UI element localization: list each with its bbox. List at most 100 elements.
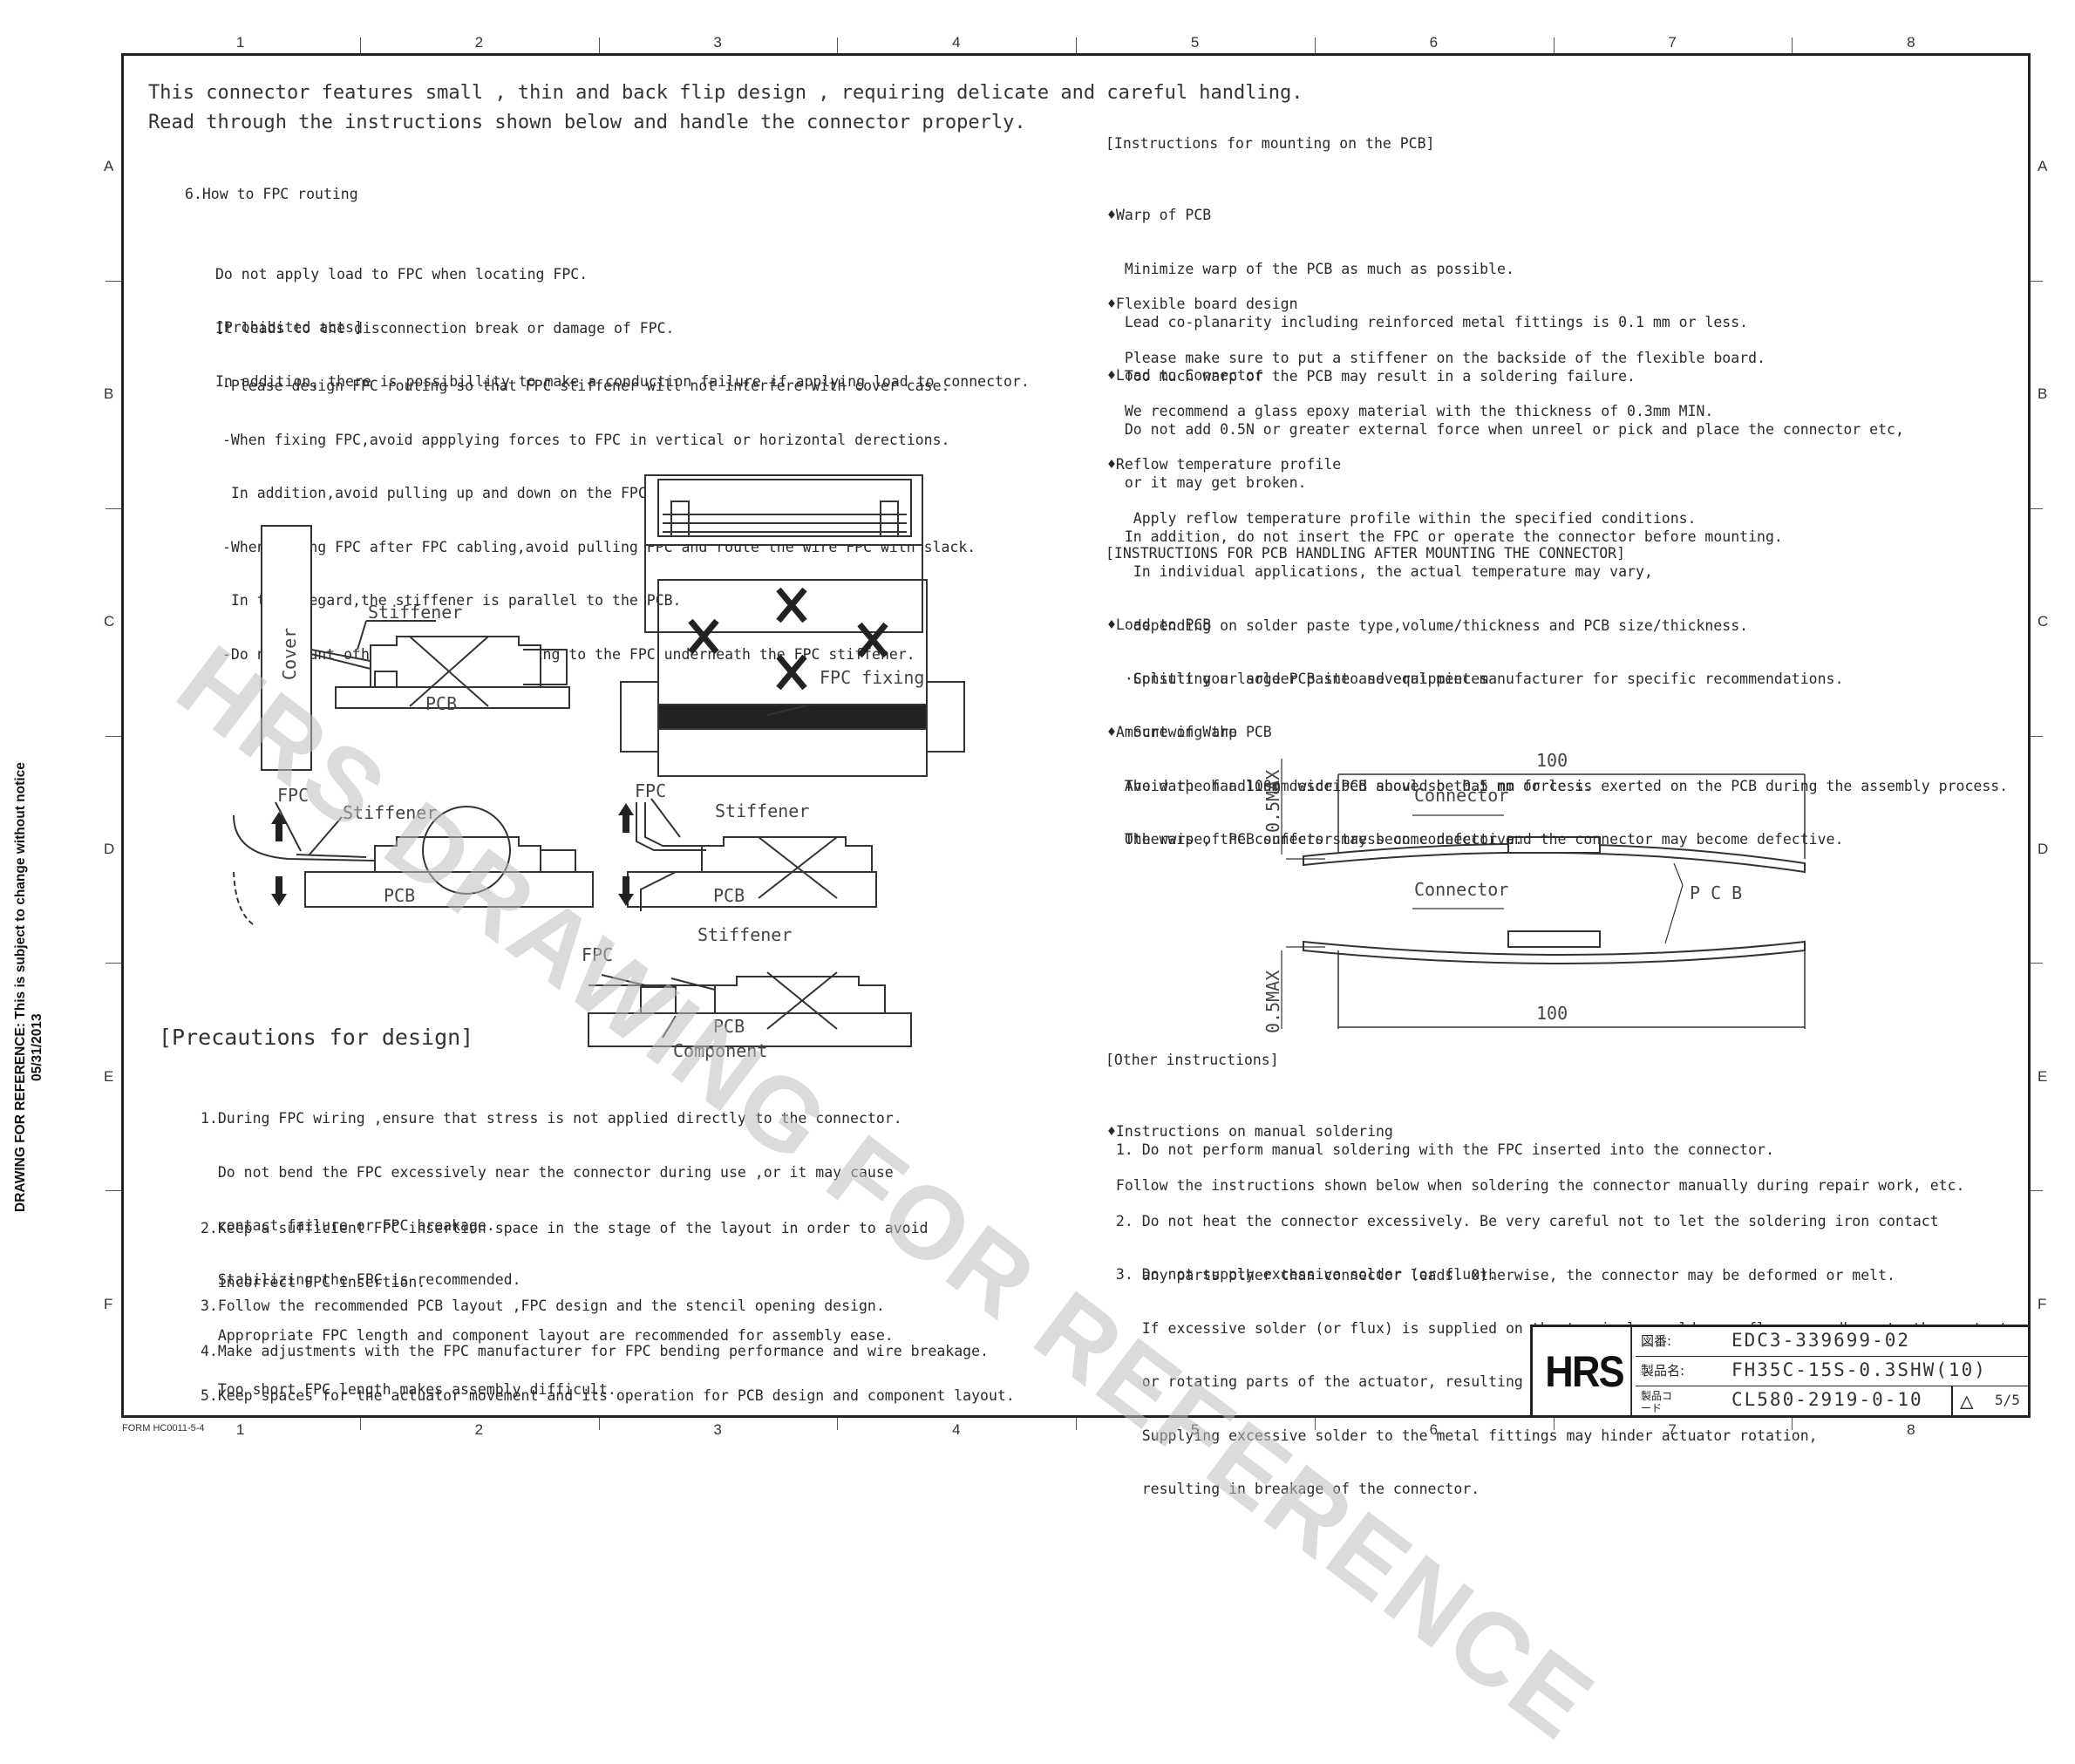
grid-tick: [1076, 1418, 1077, 1430]
grid-tick: [2031, 735, 2043, 737]
grid-tick: [359, 1418, 361, 1430]
grid-column-label: 4: [952, 1421, 961, 1438]
handling-section-warp: ♦Amount of Warp The warp of a 100mm wide…: [1107, 688, 1843, 867]
precaution-line: Do not bend the FPC excessively near the…: [201, 1163, 894, 1181]
grid-tick: [105, 963, 121, 964]
grid-tick: [105, 1190, 121, 1192]
title-block: HRS 図番: EDC3-339699-02 製品名: FH35C-15S-0.…: [1530, 1325, 2031, 1418]
form-number: FORM HC0011-5-4: [122, 1423, 205, 1434]
other-line: Supplying excessive solder to the metal …: [1107, 1427, 1818, 1444]
arrows: [271, 803, 634, 906]
grid-tick: [2031, 1190, 2043, 1192]
mounting-section-flex: ♦Flexible board design Please make sure …: [1107, 260, 1765, 439]
label-fpc: FPC: [582, 944, 614, 965]
grid-column-label: 3: [713, 34, 722, 51]
label-dim-100-bottom: 100: [1536, 1003, 1568, 1024]
title-row-drawing-no: 図番: EDC3-339699-02: [1636, 1327, 2031, 1357]
label-stiffener: Stiffener: [715, 800, 810, 821]
fpc-routing-line: In addition, there is possibillity to ma…: [215, 373, 1030, 390]
label-fpc: FPC: [635, 780, 667, 801]
handling-line: Avoid the handling described above so th…: [1107, 777, 2009, 794]
grid-column-label: 4: [952, 34, 961, 51]
handling-section-load: ♦Load to PCB ·Splitting a large PCB into…: [1107, 581, 2008, 867]
precaution-line: incorrect FPC insertion.: [201, 1273, 426, 1291]
mounting-line: Please make sure to put a stiffener on t…: [1107, 349, 1765, 366]
x-marks: [688, 587, 888, 691]
label-05max-bottom: 0.5MAX: [1262, 970, 1283, 1033]
grid-tick: [105, 735, 121, 737]
grid-tick: [2031, 963, 2043, 964]
grid-tick: [837, 1418, 839, 1430]
grid-row-label: C: [2038, 613, 2049, 630]
grid-tick: [2031, 507, 2043, 509]
title-row-product: 製品名: FH35C-15S-0.3SHW(10): [1636, 1357, 2031, 1386]
mounting-line: Lead co-planarity including reinforced m…: [1107, 314, 1749, 330]
handling-line: ·Splitting a large PCB into several piec…: [1107, 670, 1489, 687]
fpc-routing-title: 6.How to FPC routing: [185, 186, 358, 202]
title-row-code: 製品コード CL580-2919-0-10 △ 5/5: [1636, 1386, 2031, 1418]
precaution-item-2: 2.Keep a sufficient FPC insertion space …: [201, 1184, 928, 1417]
divider: [1951, 1386, 1953, 1418]
mounting-line: Consult your solder paste and equipment …: [1107, 671, 1844, 687]
product-label: 製品名:: [1641, 1363, 1685, 1379]
warp-diagrams: [1281, 759, 1806, 1029]
grid-row-label: C: [104, 613, 115, 630]
prohibited-item: -When fixing FPC,avoid appplying forces …: [222, 431, 950, 448]
product-code: CL580-2919-0-10: [1731, 1389, 1923, 1410]
mounting-section-reflow: ♦Reflow temperature profile Apply reflow…: [1107, 420, 1843, 706]
label-dim-100-top: 100: [1536, 750, 1568, 771]
grid-row-label: D: [2038, 840, 2049, 857]
grid-row-label: B: [104, 385, 114, 403]
mounting-line: depending on solder paste type,volume/th…: [1107, 616, 1749, 634]
intro-line2: Read through the instructions shown belo…: [148, 112, 1026, 133]
drawing-no: EDC3-339699-02: [1731, 1330, 1911, 1351]
mounting-head: ♦Reflow temperature profile: [1107, 456, 1342, 473]
precaution-line: Stabilizing the FPC is recommended.: [201, 1270, 521, 1288]
precaution-item-4: 4.Make adjustments with the FPC manufact…: [201, 1343, 989, 1359]
diagrams-svg: [233, 474, 1806, 1047]
label-pcb-warp: P C B: [1690, 882, 1743, 903]
precaution-line: Too short FPC length makes assembly diff…: [201, 1380, 616, 1398]
label-05max-top: 0.5MAX: [1262, 769, 1283, 833]
handling-head: ♦Load to PCB: [1107, 616, 1212, 633]
label-stiffener: Stiffener: [343, 802, 438, 823]
label-fpc-fixing: FPC fixing: [820, 667, 925, 688]
mounting-line: Too much warp of the PCB may result in a…: [1107, 367, 1636, 385]
label-connector-top: Connector: [1414, 785, 1509, 806]
grid-tick: [1792, 1418, 1793, 1430]
grid-row-label: E: [2038, 1067, 2048, 1085]
precaution-item-3: 3.Follow the recommended PCB layout ,FPC…: [201, 1297, 885, 1314]
fpc-routing-line: It leads to the disconnection break or d…: [215, 319, 675, 337]
mounting-line: Minimize warp of the PCB as much as poss…: [1107, 260, 1514, 277]
fpc-pullup-diagram: [233, 801, 594, 925]
drawing-no-label: 図番:: [1641, 1333, 1672, 1349]
top-view-diagram: [620, 474, 965, 777]
label-pcb: PCB: [713, 1016, 745, 1037]
fpc-routing-line: Do not apply load to FPC when locating F…: [215, 266, 588, 283]
grid-column-label: 2: [474, 1421, 484, 1438]
grid-column-label: 2: [474, 34, 484, 51]
other-intro: ♦Instructions on manual soldering Follow…: [1107, 1087, 1964, 1213]
grid-tick: [1553, 37, 1555, 53]
grid-row-label: E: [104, 1067, 114, 1085]
cover-diagram: [261, 525, 570, 771]
label-fpc: FPC: [277, 785, 310, 806]
intro-line1: This connector features small , thin and…: [148, 82, 1303, 104]
grid-column-label: 7: [1668, 34, 1677, 51]
revision-mark: △: [1960, 1388, 1974, 1414]
grid-tick: [1792, 37, 1793, 53]
label-cover: Cover: [279, 627, 300, 680]
grid-row-label: A: [2038, 158, 2048, 175]
grid-tick: [598, 37, 600, 53]
hrs-logo: HRS: [1538, 1327, 1632, 1415]
code-label: 製品コード: [1641, 1390, 1673, 1414]
mounting-head: ♦Flexible board design: [1107, 296, 1298, 312]
label-pcb: PCB: [384, 885, 416, 906]
grid-column-label: 7: [1668, 1421, 1677, 1438]
mounting-title: [Instructions for mounting on the PCB]: [1106, 135, 1435, 152]
prohibited-title: [Prohibited acts]: [215, 319, 363, 336]
label-component: Component: [673, 1040, 768, 1061]
other-line: resulting in breakage of the connector.: [1107, 1481, 1480, 1497]
grid-column-label: 1: [235, 1421, 245, 1438]
label-stiffener: Stiffener: [697, 924, 793, 945]
